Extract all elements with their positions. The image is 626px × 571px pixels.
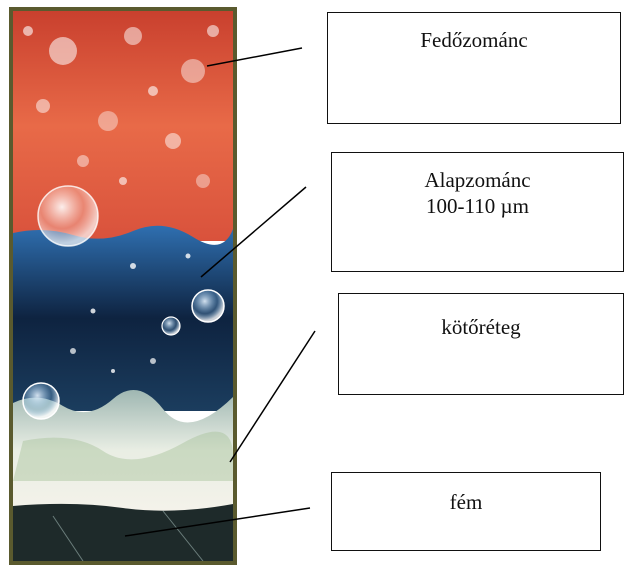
enamel-cross-section-image	[9, 7, 237, 565]
bond-layer-connector	[230, 331, 315, 462]
topcoat-label-box: Fedőzománc	[327, 12, 621, 124]
metal-label: fém	[332, 489, 600, 515]
bond-layer-label-box: kötőréteg	[338, 293, 624, 395]
topcoat-label: Fedőzománc	[328, 27, 620, 53]
ground-coat-thickness: 100-110 µm	[332, 193, 623, 219]
ground-coat-label: Alapzománc	[332, 167, 623, 193]
ground-coat-label-box: Alapzománc 100-110 µm	[331, 152, 624, 272]
enamel-layers-illustration	[13, 11, 233, 561]
metal-layer	[13, 504, 233, 561]
metal-label-box: fém	[331, 472, 601, 551]
large-bubble	[38, 186, 98, 246]
bond-layer-label: kötőréteg	[339, 314, 623, 340]
